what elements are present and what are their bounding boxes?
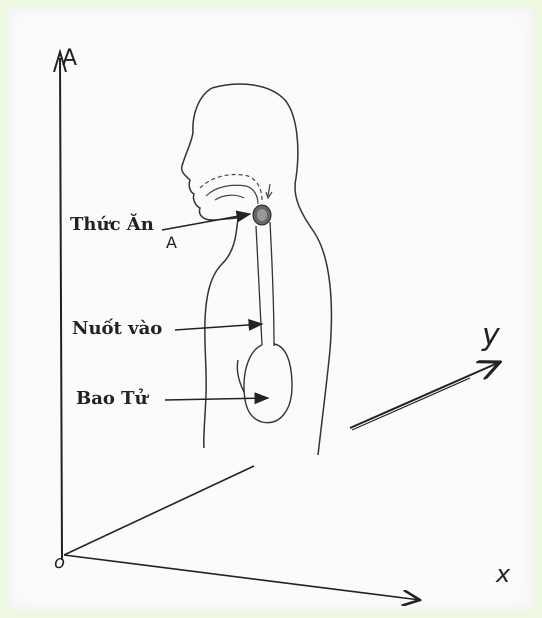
oblique-axis-line (64, 466, 254, 555)
esophagus (256, 222, 274, 346)
vertical-axis-label: A (62, 46, 77, 71)
stomach-shape (237, 344, 292, 423)
label-arrows (162, 214, 268, 400)
stomach-label: Bao Tử (76, 388, 148, 409)
x-axis-label: x (496, 560, 510, 588)
oral-cavity (200, 175, 272, 205)
vertical-axis (54, 52, 66, 560)
food-bolus (253, 205, 271, 225)
point-a-label: A (166, 233, 177, 252)
y-axis-label: y (482, 318, 500, 353)
swallow-label: Nuốt vào (72, 318, 162, 339)
y-axis (350, 362, 500, 430)
origin-label: o (54, 552, 65, 573)
food-label: Thức Ăn (70, 214, 154, 235)
x-axis (64, 555, 420, 600)
